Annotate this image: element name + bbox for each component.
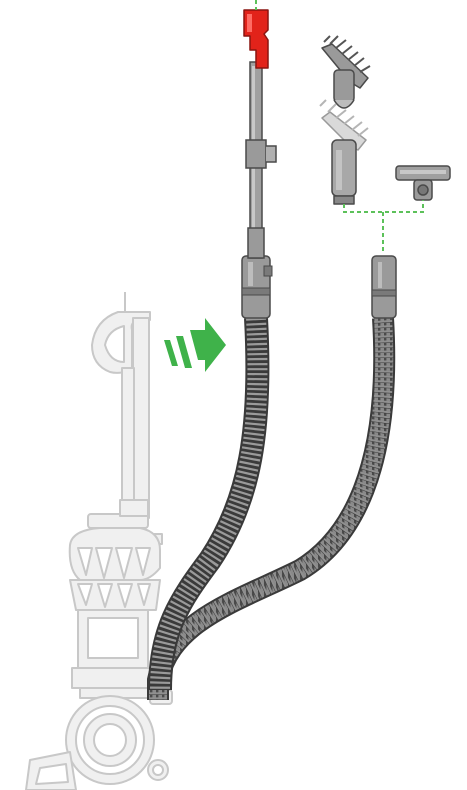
telescopic-wand-icon: [246, 62, 276, 258]
red-release-catch-icon: [244, 0, 268, 68]
flexible-hose-icon: [158, 256, 396, 700]
attachment-connector-lines: [344, 200, 423, 254]
upholstery-tool-icon: [396, 166, 450, 200]
combination-brush-icon: [320, 100, 368, 204]
green-arrow-icon: [164, 318, 226, 372]
flexible-hose-icon: [160, 256, 272, 690]
stair-tool-icon: [322, 36, 370, 108]
upright-vacuum-icon: [26, 292, 172, 790]
